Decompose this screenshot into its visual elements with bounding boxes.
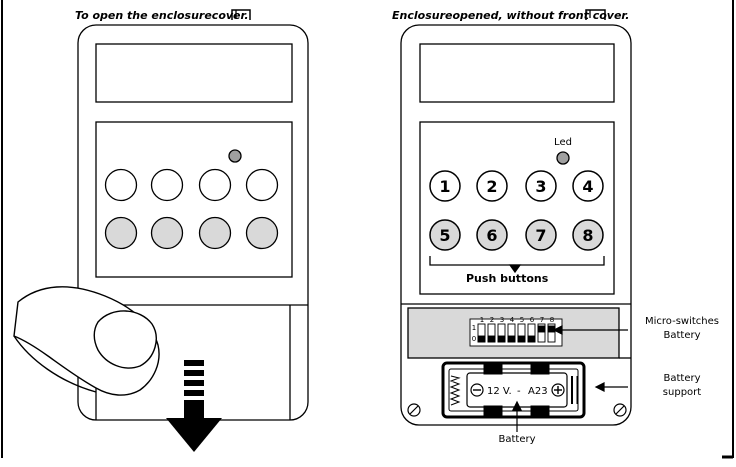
finger-illustration: [13, 286, 160, 396]
dip-switch-knob-4: [507, 335, 516, 343]
right-top-notch: [585, 9, 606, 20]
push-buttons-bracket: [429, 256, 605, 266]
dip-number-2: 2: [490, 316, 494, 324]
button-number-8: 8: [582, 226, 593, 245]
right-button-8: [572, 219, 604, 251]
right-button-1: [429, 170, 461, 202]
dip-number-4: 4: [510, 316, 515, 324]
dip-switch-knob-3: [497, 335, 506, 343]
button-number-4: 4: [582, 177, 593, 196]
dip-switch-knob-2: [487, 335, 496, 343]
right-button-6: [476, 219, 508, 251]
dip-switch-knob-1: [477, 335, 486, 343]
right-button-5: [429, 219, 461, 251]
dip-switch-knob-8: [547, 325, 556, 333]
dip-number-6: 6: [530, 316, 535, 324]
right-button-numbers: 1 2 3 4 5 6 7 8: [439, 177, 593, 245]
dip-switch-knob-5: [517, 335, 526, 343]
battery-support-label-line1: Battery: [663, 373, 701, 384]
button-number-2: 2: [486, 177, 497, 196]
left-button-2: [150, 168, 184, 202]
right-keypad-panel: [419, 121, 615, 295]
right-button-4: [572, 170, 604, 202]
right-enclosure: [400, 24, 632, 426]
down-arrow: [166, 360, 222, 452]
battery-text: 12 V. - A23: [487, 386, 548, 397]
right-led: [556, 151, 570, 165]
battery-plus-icon: [551, 383, 565, 397]
dip-number-1: 1: [480, 316, 484, 324]
dip-number-7: 7: [540, 316, 544, 324]
left-display: [95, 43, 293, 103]
micro-switches-label: Micro-switches: [645, 316, 719, 327]
dip-numbers: 1 2 3 4 5 6 7 8 1 0: [472, 316, 554, 343]
button-number-1: 1: [439, 177, 450, 196]
right-display: [419, 43, 615, 103]
dip-switch-knob-7: [537, 325, 546, 333]
left-keypad-panel: [95, 121, 293, 278]
fingernail: [93, 310, 157, 369]
battery-minus-icon: [470, 383, 484, 397]
left-button-3: [198, 168, 232, 202]
left-button-8: [245, 216, 279, 250]
left-button-6: [150, 216, 184, 250]
push-buttons-bracket-pointer: [508, 264, 522, 274]
left-buttons: [104, 168, 279, 250]
battery-holder-frame: [441, 361, 586, 419]
battery-voltage: 12 V.: [487, 386, 512, 397]
left-button-5: [104, 216, 138, 250]
caption-right: Enclosureopened, without front cover.: [392, 9, 630, 22]
dip-number-5: 5: [520, 316, 524, 324]
dip-number-3: 3: [500, 316, 504, 324]
push-buttons-label: Push buttons: [466, 272, 549, 285]
battery-label: Battery: [498, 434, 536, 445]
dip-side-mark-0: 0: [472, 335, 476, 343]
finger-lower-edge: [13, 335, 97, 393]
right-button-2: [476, 170, 508, 202]
dip-switch-block: [469, 318, 563, 347]
right-buttons: [429, 170, 604, 251]
dip-switch-knob-6: [527, 335, 536, 343]
screws: [407, 403, 627, 417]
dip-switch-7: [537, 323, 546, 343]
button-number-5: 5: [439, 226, 450, 245]
right-button-3: [525, 170, 557, 202]
dip-switch-8: [547, 323, 556, 343]
left-top-notch: [231, 9, 251, 20]
battery-support-label-line2: support: [662, 387, 702, 398]
dip-side-mark-1: 1: [472, 324, 476, 332]
right-button-7: [525, 219, 557, 251]
button-number-7: 7: [535, 226, 546, 245]
micro-switches-battery-label: Battery: [663, 330, 701, 341]
left-button-4: [245, 168, 279, 202]
left-button-1: [104, 168, 138, 202]
button-number-3: 3: [535, 177, 546, 196]
dip-number-8: 8: [550, 316, 554, 324]
left-button-7: [198, 216, 232, 250]
caption-left: To open the enclosurecover.: [75, 9, 249, 22]
button-number-6: 6: [486, 226, 497, 245]
callouts: [512, 325, 628, 432]
battery-model: A23: [528, 386, 548, 397]
left-led: [228, 149, 242, 163]
led-label: Led: [554, 137, 572, 148]
battery-spring: [449, 375, 461, 406]
battery-dash: -: [517, 386, 521, 397]
